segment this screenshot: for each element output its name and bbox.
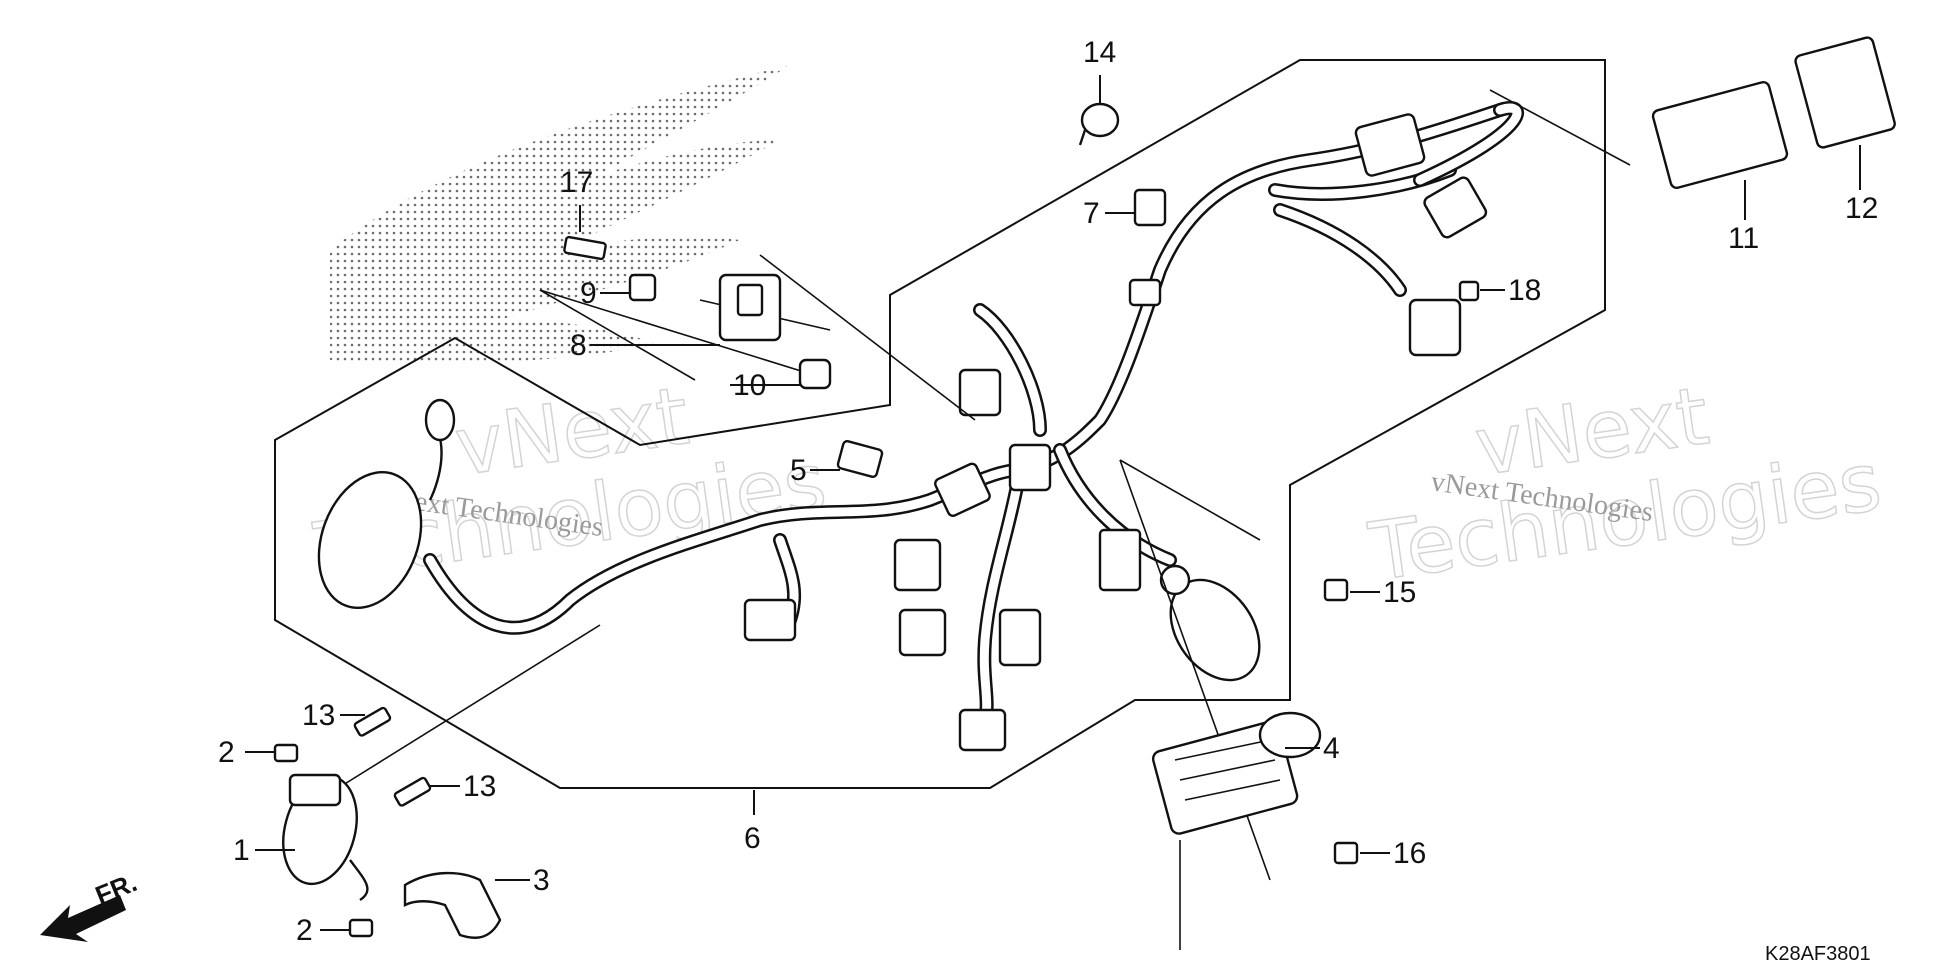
callout-2-bottom: 2 [296, 914, 313, 947]
relay-11 [1651, 80, 1789, 190]
callout-8: 8 [570, 329, 587, 362]
callout-14: 14 [1083, 36, 1116, 69]
callout-18: 18 [1508, 274, 1541, 307]
grommet-9 [628, 273, 657, 302]
callout-13-bottom: 13 [463, 770, 496, 803]
regulator-4 [1151, 720, 1299, 835]
callout-13-top: 13 [302, 699, 335, 732]
connector-bottom [958, 708, 1007, 752]
callout-1: 1 [233, 834, 250, 867]
connector-center-a [958, 368, 1002, 417]
connector-right-a [1423, 176, 1488, 239]
bolt-17 [563, 235, 607, 261]
relay-group [1489, 36, 1896, 190]
lower-left-parts [273, 624, 601, 939]
part-1-hose [349, 859, 369, 901]
callout-17: 17 [560, 166, 593, 199]
bolt-13-bottom [393, 776, 432, 807]
rubber-mount-10 [798, 358, 832, 390]
regulator-group [1119, 459, 1322, 950]
callout-11: 11 [1728, 222, 1759, 255]
clip-5 [836, 439, 884, 479]
callout-12: 12 [1845, 192, 1878, 225]
relay-12 [1794, 36, 1896, 149]
coil-cap [424, 398, 456, 442]
callout-6: 6 [744, 822, 761, 855]
front-direction-indicator: FR. [40, 867, 141, 942]
callout-4: 4 [1323, 732, 1340, 765]
coil-cylinder-left [317, 471, 423, 609]
connector-lower-b [898, 608, 947, 657]
watermark-right: Technologies vNext vNext Technologies [1363, 368, 1887, 599]
front-label: FR. [91, 867, 141, 911]
front-arrow-icon [40, 895, 126, 942]
sensor-bracket-group [539, 235, 976, 421]
cylinder-right-cap [1159, 564, 1191, 596]
callout-2-top: 2 [218, 736, 235, 769]
callout-10: 10 [733, 369, 766, 402]
callout-3: 3 [533, 864, 550, 897]
bolt-16 [1333, 841, 1359, 865]
part-1-connector [288, 773, 342, 807]
leader-lines [245, 75, 1861, 931]
connector-center-b [934, 462, 991, 517]
clip-18 [1458, 280, 1480, 302]
diagram-code: K28AF3801 [1765, 943, 1871, 965]
bolt-13-top [353, 706, 392, 737]
callout-7: 7 [1083, 197, 1100, 230]
callout-9: 9 [580, 277, 597, 310]
clip-2-bottom [348, 918, 374, 938]
callout-15: 15 [1383, 576, 1416, 609]
clip-7 [1133, 188, 1167, 227]
clip-14 [1080, 102, 1120, 138]
bolt-15 [1323, 578, 1349, 602]
regulator-connector [1258, 711, 1322, 759]
connector-right-b [1408, 298, 1462, 357]
callout-5: 5 [790, 454, 807, 487]
connector-relay-mount [1098, 528, 1142, 592]
harness-clip [1128, 278, 1162, 307]
part-3-tube [403, 871, 502, 939]
small-parts [836, 102, 1480, 865]
connector-lower-c [998, 608, 1042, 667]
connector-lower-a [893, 538, 942, 592]
callout-16: 16 [1393, 837, 1426, 870]
harness-group-outline [274, 59, 1606, 789]
clip-14-stem [1078, 129, 1087, 146]
connector-center-c [1008, 443, 1052, 492]
callout-labels: 1 2 2 3 4 5 6 7 8 9 10 11 12 13 13 14 15… [218, 36, 1878, 947]
sensor-connector [736, 283, 764, 317]
connector-top-right [1354, 113, 1426, 177]
clip-2-top [273, 743, 299, 763]
connector-left [743, 598, 797, 642]
wing-logo-background [330, 65, 790, 365]
